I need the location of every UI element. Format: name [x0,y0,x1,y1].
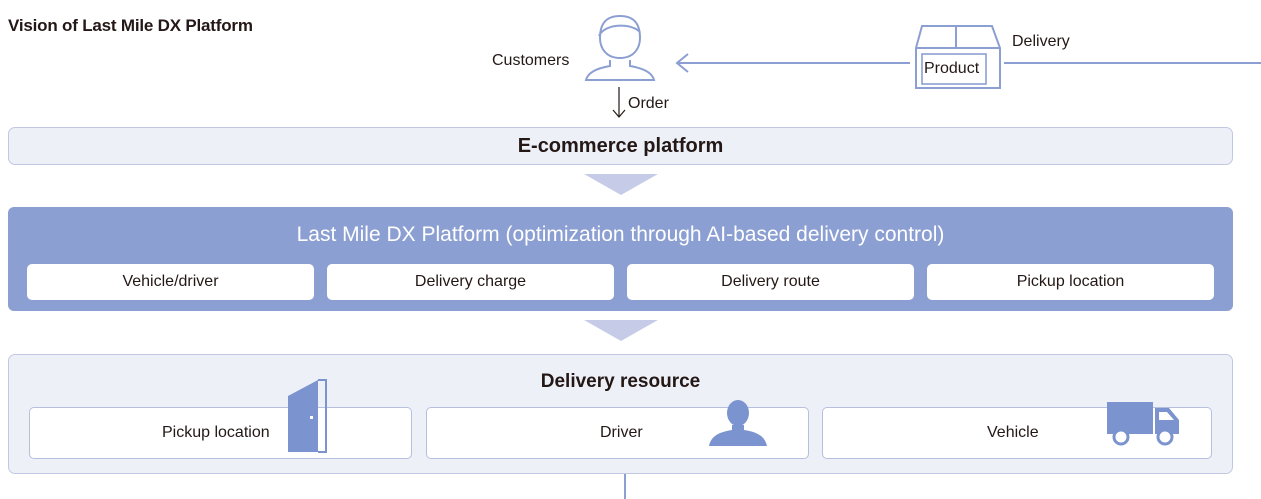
resource-item-pickup-location: Pickup location [29,379,412,459]
down-arrow-icon [584,320,658,341]
customer-icon [584,14,656,81]
resource-item-vehicle: Vehicle [822,402,1212,459]
dx-platform-title: Last Mile DX Platform (optimization thro… [296,223,945,246]
order-label: Order [628,95,669,112]
ecommerce-platform-box: E-commerce platform [8,127,1233,165]
dx-platform-box: Last Mile DX Platform (optimization thro… [8,207,1233,311]
resource-label: Driver [600,424,643,441]
down-arrow-icon [584,174,658,195]
truck-icon [1107,402,1179,446]
ecommerce-platform-title: E-commerce platform [517,134,724,157]
person-icon [709,400,767,446]
product-box-icon [915,25,1001,89]
page-title: Vision of Last Mile DX Platform [8,16,253,35]
order-arrow-icon [612,87,626,118]
product-label: Product [924,60,980,77]
delivery-label: Delivery [1012,33,1070,50]
delivery-resource-title: Delivery resource [540,371,701,392]
dx-item-delivery-charge: Delivery charge [327,264,614,300]
resource-label: Vehicle [987,424,1039,441]
customers-label: Customers [492,52,570,69]
dx-item-delivery-route: Delivery route [627,264,914,300]
dx-item-pickup-location: Pickup location [927,264,1214,300]
connector-line [624,474,626,499]
dx-item-vehicle-driver: Vehicle/driver [27,264,314,300]
delivery-resource-box: Delivery resource Pickup location Driver… [8,354,1233,474]
delivery-arrow-icon [675,53,1261,73]
door-icon [288,379,327,453]
resource-label: Pickup location [162,424,270,441]
resource-item-driver: Driver [426,400,809,459]
